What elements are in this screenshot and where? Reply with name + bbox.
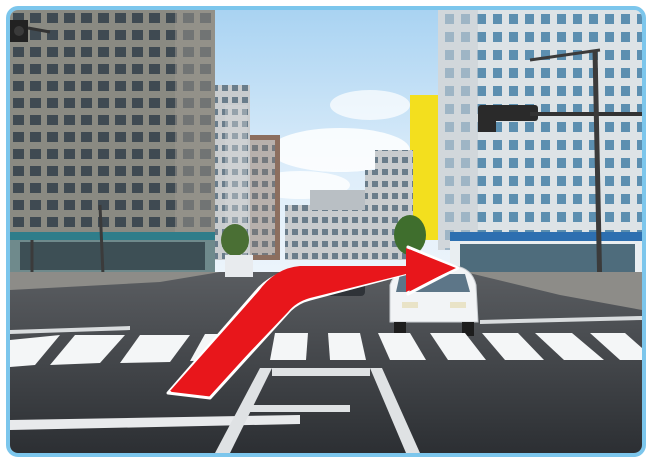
right-storefront-band (450, 232, 642, 241)
signal-head (478, 110, 496, 132)
distant-building (285, 205, 365, 260)
distant-building (310, 190, 365, 210)
cloud (330, 90, 410, 120)
right-turn-arrow-icon (166, 245, 460, 400)
signal-pole (592, 49, 603, 296)
street-scene (10, 10, 642, 453)
road-line (215, 368, 272, 453)
street-lamp-arm (529, 48, 601, 62)
right-store-glass (460, 244, 635, 274)
road-surface (10, 272, 642, 453)
left-store-glass (20, 242, 205, 270)
left-storefront-band (10, 232, 215, 240)
right-building-shade (438, 10, 478, 250)
right-sidewalk (465, 272, 642, 310)
distant-building (250, 140, 275, 255)
street-tree (221, 224, 249, 256)
signal-pole (98, 204, 105, 276)
road-line (10, 415, 300, 430)
road-line (248, 405, 350, 412)
left-building-edge (175, 10, 215, 250)
street-tree (394, 215, 426, 255)
road-line (272, 368, 370, 376)
photo-frame (6, 6, 646, 457)
left-sidewalk (10, 272, 220, 290)
truck (225, 255, 253, 277)
traffic-light-lamp (14, 26, 24, 36)
yellow-building (410, 95, 438, 240)
road-line (370, 368, 420, 453)
mid-building-left (225, 105, 247, 255)
signal-arm (27, 26, 51, 34)
stop-line (10, 326, 130, 334)
stop-line (480, 316, 642, 324)
